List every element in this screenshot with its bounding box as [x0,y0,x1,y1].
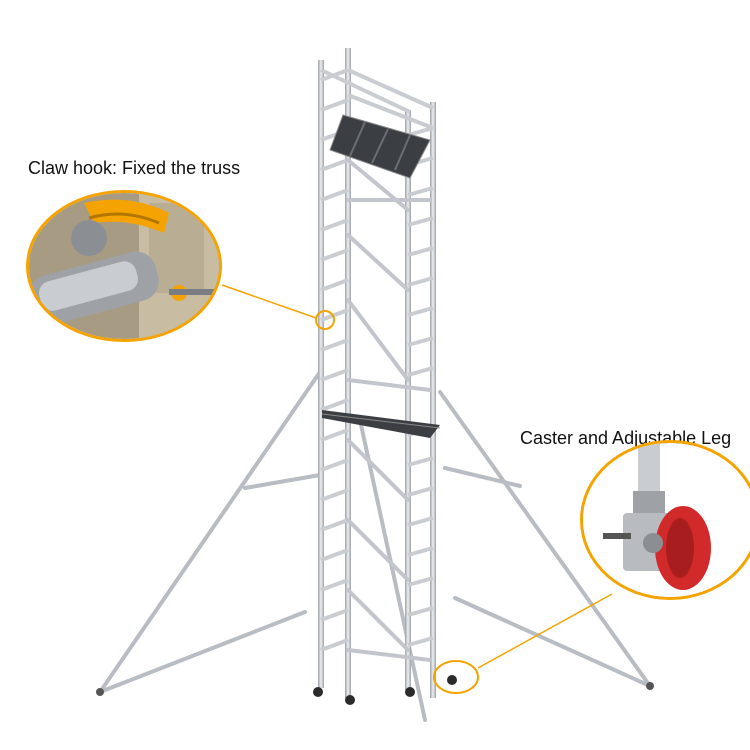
guardrail-top [320,68,434,130]
callout-marker-claw [221,284,335,330]
outrigger-right [438,390,652,688]
caster-wheel-closeup-icon [583,443,750,597]
outrigger-left [98,370,322,694]
frame-right [405,102,436,698]
outrigger-center [358,418,427,722]
claw-hook-closeup-icon [29,193,219,339]
callout-marker-caster [433,593,613,694]
caster-zoom [580,440,750,600]
platform-middle [321,410,441,438]
platform-top [329,114,431,179]
claw-hook-label: Claw hook: Fixed the truss [28,158,241,178]
casters [96,675,654,705]
claw-hook-zoom [26,190,222,342]
diagonal-braces [346,158,432,662]
